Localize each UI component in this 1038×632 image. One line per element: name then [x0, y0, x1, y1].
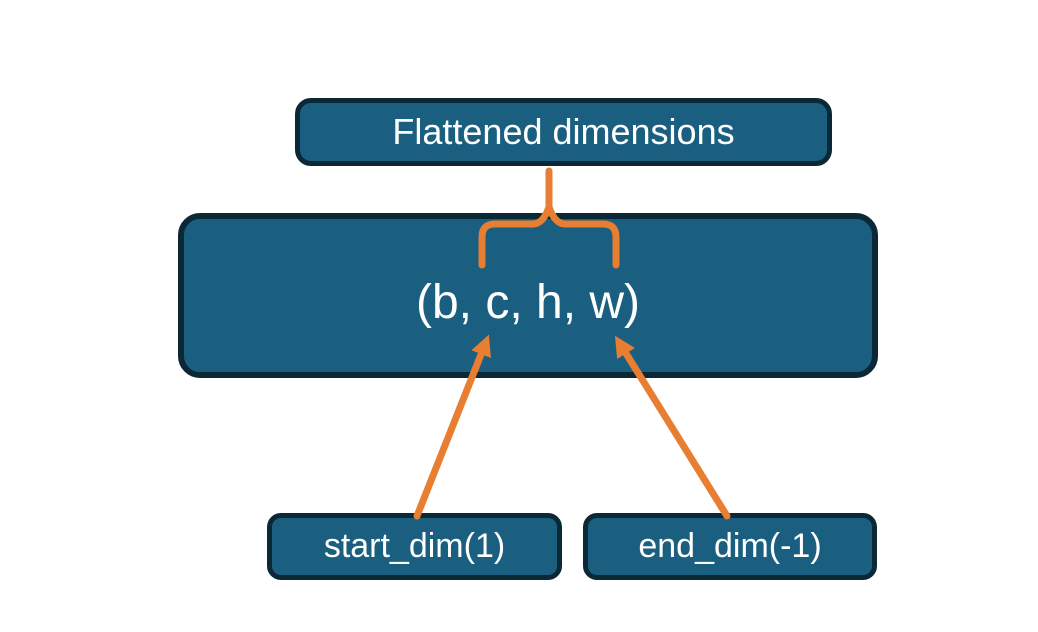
- flattened-dimensions-label: Flattened dimensions: [392, 111, 735, 152]
- end-dim-box: end_dim(-1): [583, 513, 877, 580]
- tensor-shape-label: (b, c, h, w): [415, 276, 641, 329]
- flattened-dimensions-box: Flattened dimensions: [295, 98, 832, 166]
- end-dim-label: end_dim(-1): [638, 527, 822, 565]
- tensor-shape-box: (b, c, h, w): [178, 213, 878, 378]
- start-dim-label: start_dim(1): [323, 527, 506, 565]
- start-dim-box: start_dim(1): [267, 513, 562, 580]
